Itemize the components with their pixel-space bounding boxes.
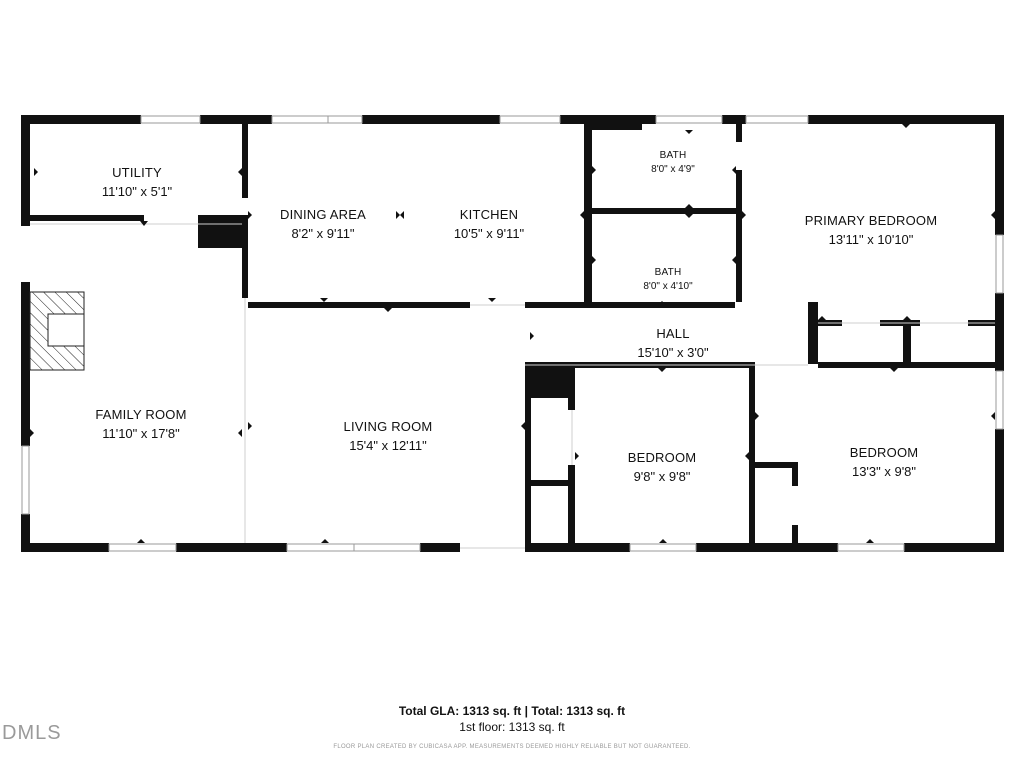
room-label-bath-lower: BATH 8'0" x 4'10" [643,267,692,292]
area-summary: Total GLA: 1313 sq. ft | Total: 1313 sq.… [333,704,690,750]
room-dimensions: 9'8" x 9'8" [633,469,691,484]
windows [21,115,1004,552]
room-name: BATH [659,150,687,161]
room-dimensions: 8'2" x 9'11" [291,226,355,241]
room-name: KITCHEN [459,207,519,222]
interior-walls [30,124,995,543]
room-name: LIVING ROOM [343,419,433,434]
room-dimensions: 8'0" x 4'10" [643,281,693,292]
room-dimensions: 13'11" x 10'10" [828,232,914,247]
room-label-hall: HALL 15'10" x 3'0" [637,326,708,360]
room-name: BEDROOM [849,445,919,460]
room-label-dining-area: DINING AREA 8'2" x 9'11" [280,207,366,241]
room-name: BEDROOM [627,450,697,465]
partition-lines [30,223,995,549]
room-label-family-room: FAMILY ROOM 11'10" x 17'8" [95,407,186,441]
dimension-markers [30,124,995,543]
room-name: BATH [654,267,682,278]
room-dimensions: 11'10" x 5'1" [101,184,173,199]
room-label-primary-bedroom: PRIMARY BEDROOM 13'11" x 10'10" [805,213,938,247]
room-dimensions: 13'3" x 9'8" [851,464,917,479]
room-dimensions: 10'5" x 9'11" [453,226,525,241]
room-dimensions: 15'4" x 12'11" [349,438,427,453]
room-name: FAMILY ROOM [95,407,187,422]
disclaimer: FLOOR PLAN CREATED BY CUBICASA APP. MEAS… [333,744,691,750]
room-label-bedroom-right: BEDROOM 13'3" x 9'8" [850,445,919,479]
total-area: Total GLA: 1313 sq. ft | Total: 1313 sq.… [398,704,626,718]
room-name: PRIMARY BEDROOM [804,213,938,228]
room-label-bedroom-center: BEDROOM 9'8" x 9'8" [628,450,697,484]
room-label-bath-upper: BATH 8'0" x 4'9" [651,150,695,175]
room-dimensions: 11'10" x 17'8" [102,426,180,441]
room-label-living-room: LIVING ROOM 15'4" x 12'11" [344,419,433,453]
mls-watermark: DMLS [2,722,62,744]
floor-area: 1st floor: 1313 sq. ft [459,720,565,734]
room-dimensions: 15'10" x 3'0" [637,345,709,360]
room-name: HALL [656,326,690,341]
fireplace [29,291,85,371]
exterior-walls [21,115,1004,552]
room-label-utility: UTILITY 11'10" x 5'1" [102,165,172,199]
room-name: UTILITY [112,165,162,180]
room-label-kitchen: KITCHEN 10'5" x 9'11" [454,207,524,241]
room-name: DINING AREA [280,207,366,222]
room-dimensions: 8'0" x 4'9" [651,164,695,175]
